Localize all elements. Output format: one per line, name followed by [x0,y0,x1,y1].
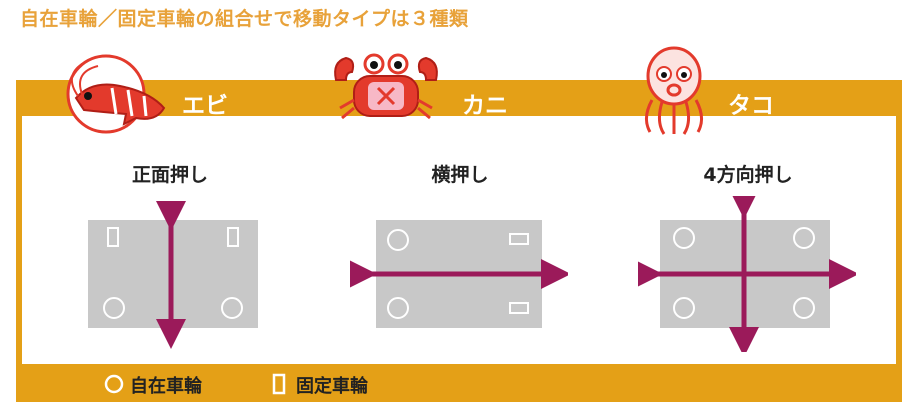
caster-wheel [221,297,243,319]
fixed-wheel-icon [272,373,286,395]
fixed-wheel [227,227,239,247]
type-name-crab: カニ [462,93,508,119]
fixed-wheel [509,302,529,314]
caster-wheel [387,297,409,319]
caster-wheel-icon [104,374,124,394]
cart-diagram-front-push [88,201,258,349]
caster-wheel [793,297,815,319]
type-title-side-push: 横押し [431,164,489,186]
type-title-four-way-push: 4方向押し [703,164,793,186]
fixed-wheel [107,227,119,247]
legend-caster-label: 自在車輪 [130,376,202,397]
page-title: 自在車輪／固定車輪の組合せで移動タイプは３種類 [20,8,469,30]
shrimp-icon [66,54,166,134]
type-name-octopus: タコ [728,93,774,119]
legend-fixed-label: 固定車輪 [296,376,368,397]
caster-wheel [673,227,695,249]
cart-diagram-side-push [350,220,568,328]
type-name-shrimp: エビ [182,93,228,119]
octopus-icon [645,46,703,135]
type-title-front-push: 正面押し [131,164,208,186]
caster-wheel [387,229,409,251]
fixed-wheel [509,233,529,245]
caster-wheel [103,297,125,319]
crab-icon [334,53,438,120]
caster-wheel [793,227,815,249]
cart-diagram-four-way-push [638,196,856,352]
caster-wheel [673,297,695,319]
